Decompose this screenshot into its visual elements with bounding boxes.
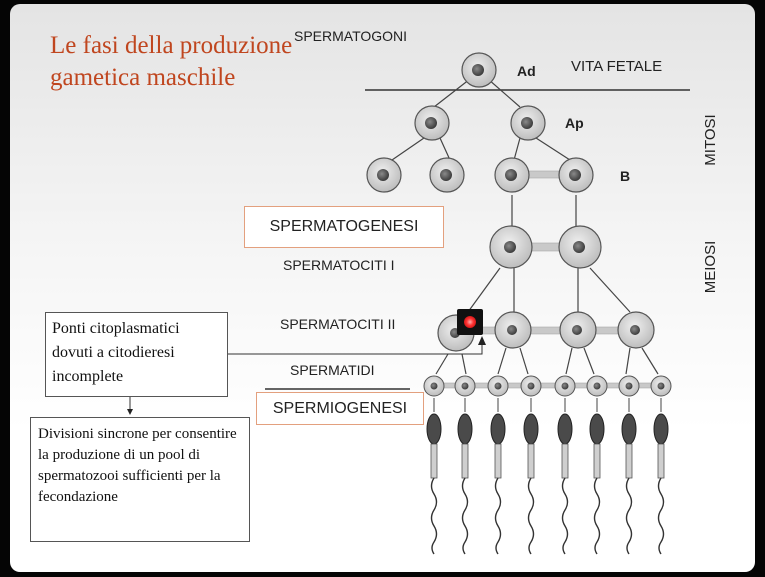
cell-spermatocyte-2-4 xyxy=(617,311,655,349)
cell-spermatid-8 xyxy=(650,375,672,397)
spermatozoon-4 xyxy=(523,398,539,555)
cell-b-2 xyxy=(429,157,465,193)
cell-spermatid-7 xyxy=(618,375,640,397)
label-vita-fetale: VITA FETALE xyxy=(571,58,662,75)
cell-spermatocyte-1-left xyxy=(489,225,533,269)
spermatozoon-1 xyxy=(426,398,442,555)
cell-ap-left xyxy=(414,105,450,141)
spermatozoon-7 xyxy=(621,398,637,555)
cell-ap-right xyxy=(510,105,546,141)
cell-spermatocyte-2-3 xyxy=(559,311,597,349)
label-spermatociti-2: SPERMATOCITI II xyxy=(280,316,395,332)
label-spermatogoni: SPERMATOGONI xyxy=(294,28,407,44)
spermatogenesi-box: SPERMATOGENESI xyxy=(244,206,444,248)
cell-spermatid-2 xyxy=(454,375,476,397)
arrow-down xyxy=(127,397,133,415)
cell-ad xyxy=(461,52,497,88)
note-divisioni-sincrone: Divisioni sincrone per consentire la pro… xyxy=(30,417,250,542)
label-b: B xyxy=(620,168,630,184)
cell-b-4 xyxy=(558,157,594,193)
spermatozoon-2 xyxy=(457,398,473,555)
recording-cursor-icon xyxy=(457,309,483,335)
spermatozoon-6 xyxy=(589,398,605,555)
label-ap: Ap xyxy=(565,115,584,131)
note-ponti-citoplasmatici: Ponti citoplasmatici dovuti a citodieres… xyxy=(45,312,228,397)
lineage-lines xyxy=(391,78,659,375)
cell-spermatid-6 xyxy=(586,375,608,397)
label-spermatidi: SPERMATIDI xyxy=(290,362,375,378)
arrow-ponti xyxy=(228,336,486,355)
slide-title: Le fasi della produzione gametica maschi… xyxy=(50,32,293,91)
cell-spermatocyte-2-2 xyxy=(494,311,532,349)
cell-b-1 xyxy=(366,157,402,193)
spermiogenesi-box: SPERMIOGENESI xyxy=(256,392,424,425)
spermatozoon-3 xyxy=(490,398,506,555)
label-spermatociti-1: SPERMATOCITI I xyxy=(283,257,395,273)
spermatozoon-8 xyxy=(653,398,669,555)
cell-spermatid-5 xyxy=(554,375,576,397)
label-mitosi: MITOSI xyxy=(702,114,719,165)
spermatozoon-5 xyxy=(557,398,573,555)
cell-spermatocyte-1-right xyxy=(558,225,602,269)
cursor-dot-icon xyxy=(464,316,476,328)
label-meiosi: MEIOSI xyxy=(702,241,719,294)
cell-spermatid-3 xyxy=(487,375,509,397)
label-ad: Ad xyxy=(517,63,536,79)
cell-spermatid-4 xyxy=(520,375,542,397)
cell-spermatid-1 xyxy=(423,375,445,397)
cell-b-3 xyxy=(494,157,530,193)
